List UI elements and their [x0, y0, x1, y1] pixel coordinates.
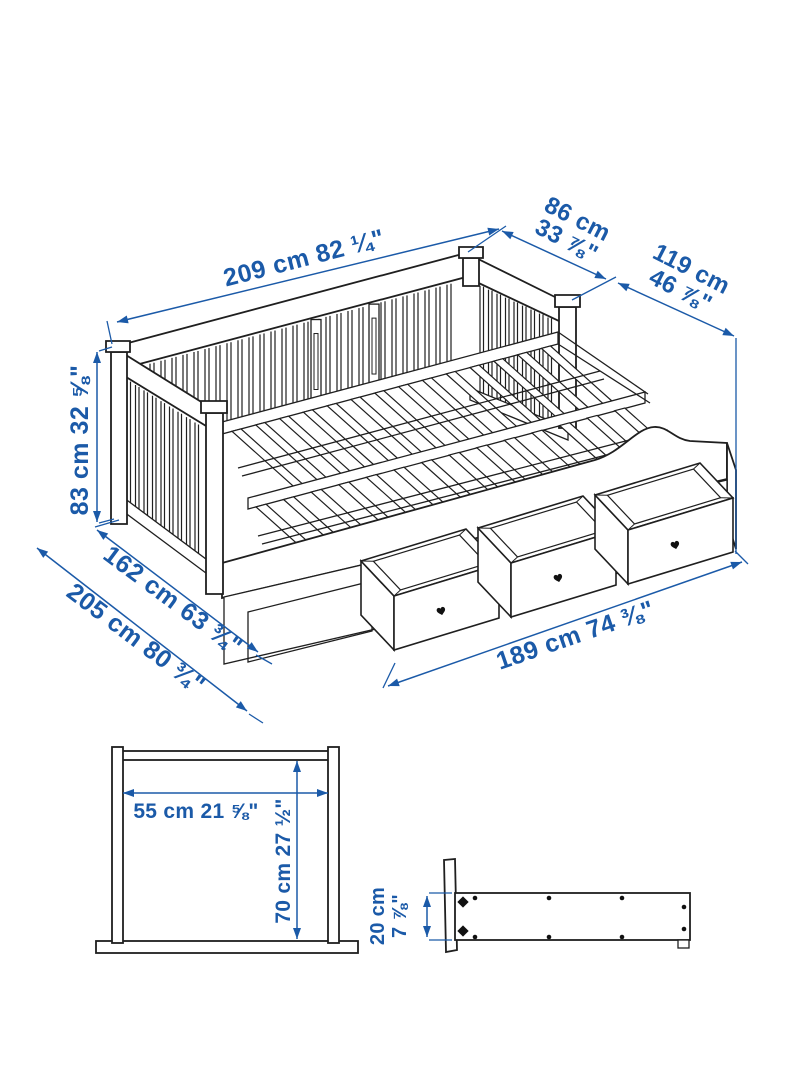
- dimension-arrowhead: [730, 561, 742, 570]
- drawer-3: [593, 462, 735, 587]
- storage-drawers: [359, 462, 735, 653]
- left-post: [111, 746, 124, 944]
- clearance-diagram: [95, 746, 359, 954]
- dimension-arrowhead: [594, 270, 606, 279]
- dimension-arrowhead: [317, 789, 328, 797]
- dimension-arrowhead: [487, 227, 499, 236]
- dimension-arrowhead: [97, 530, 109, 540]
- slat-support-rail: [237, 370, 601, 469]
- platform-right-edge: [557, 343, 651, 404]
- platform-right-edge: [557, 331, 649, 395]
- right-post: [327, 746, 340, 944]
- dim-label-drawer-height-in: 7 ⅞": [389, 894, 411, 938]
- dimension-arrowhead: [388, 678, 400, 687]
- dim-label-height: 83 cm 32 ⅝": [66, 365, 94, 516]
- slat-support-rail: [241, 378, 605, 477]
- dimension-arrowhead: [117, 315, 129, 324]
- front-rail-curved: [221, 426, 728, 600]
- back-left-post: [110, 351, 128, 525]
- drawer-box: [454, 892, 691, 941]
- dimension-lines: [36, 225, 749, 941]
- dimension-arrowhead: [235, 701, 247, 711]
- end-panel: [443, 858, 458, 954]
- left-front-post: [205, 412, 224, 595]
- dimension-arrowhead: [293, 928, 301, 939]
- dim-label-drawer-height-cm: 20 cm: [367, 887, 389, 945]
- drawer-1: [359, 528, 501, 653]
- drawer-2: [476, 495, 618, 620]
- dimension-arrowhead: [37, 548, 49, 558]
- drawer-knob: [670, 540, 680, 550]
- platform-mid-rail: [247, 391, 646, 510]
- dimension-arrowhead: [502, 231, 514, 240]
- left-front-post-cap: [200, 400, 228, 414]
- slat-support-rail: [257, 429, 669, 537]
- dimension-arrowhead: [618, 283, 630, 292]
- dimension-arrowhead: [293, 761, 301, 772]
- drawer-knob: [553, 573, 563, 583]
- dimension-arrowhead: [93, 352, 101, 363]
- back-left-post-cap: [105, 340, 131, 353]
- right-front-post-cap: [554, 294, 581, 308]
- dimension-arrowhead: [423, 926, 431, 937]
- drawer-side-profile: [443, 858, 691, 954]
- base-board: [95, 940, 359, 954]
- drawer-knob: [436, 606, 446, 616]
- dimension-arrowhead: [93, 511, 101, 522]
- back-right-post: [462, 257, 480, 287]
- drawer-foot: [677, 939, 690, 949]
- main-slats: [230, 345, 614, 488]
- dimension-arrowhead: [722, 327, 734, 336]
- left-end-spindles: [126, 379, 200, 565]
- slat-support-rail: [261, 437, 673, 545]
- dimension-arrowhead: [123, 789, 134, 797]
- daybed-drawing: [105, 246, 737, 665]
- dimension-arrowhead: [246, 642, 258, 652]
- back-right-post-cap: [458, 246, 484, 259]
- dimension-arrowhead: [423, 896, 431, 907]
- top-bar: [121, 750, 330, 761]
- dim-label-clearance-height: 70 cm 27 ½": [272, 798, 295, 923]
- back-spindles: [149, 283, 452, 430]
- dim-label-clearance-width: 55 cm 21 ⅝": [133, 800, 258, 823]
